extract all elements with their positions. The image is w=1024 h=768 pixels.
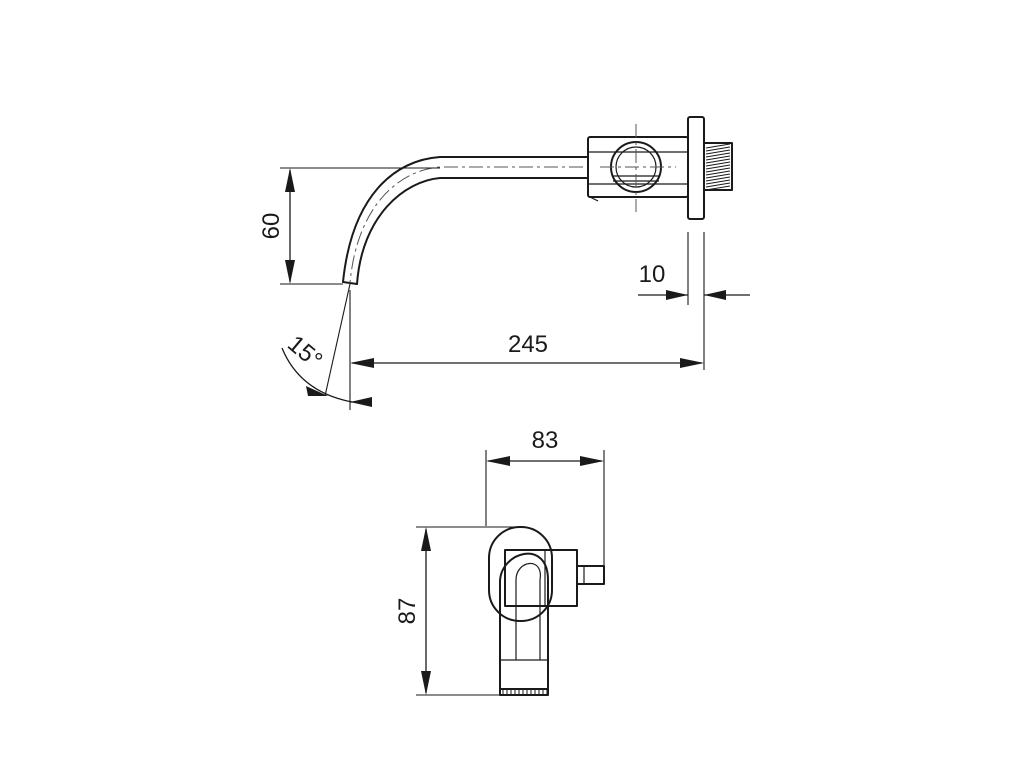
front-wall-plate <box>488 526 553 622</box>
front-view: 83 87 <box>394 427 605 696</box>
dimension-spout-angle: 15° <box>281 283 372 407</box>
dimension-label-spout-angle: 15° <box>282 330 327 374</box>
front-connector <box>576 565 605 585</box>
dimension-label-handle-projection: 83 <box>532 427 559 454</box>
front-handle <box>499 552 549 696</box>
dimension-label-spout-drop: 60 <box>258 213 285 240</box>
side-view: 60 10 245 15° <box>258 116 750 410</box>
spout <box>342 156 589 285</box>
handle-knob <box>600 124 676 212</box>
dimension-plate-thickness: 10 <box>638 232 750 370</box>
wall-plate <box>687 116 705 220</box>
threaded-connector <box>703 142 733 191</box>
dimension-spout-reach: 245 <box>349 290 704 410</box>
dimension-handle-height: 87 <box>394 526 520 696</box>
dimension-handle-projection: 83 <box>485 427 605 566</box>
mixer-body <box>587 136 689 202</box>
dimension-spout-drop: 60 <box>258 167 440 285</box>
dimension-label-handle-height: 87 <box>394 598 421 625</box>
dimension-label-spout-reach: 245 <box>508 331 548 358</box>
dimension-label-plate-thickness: 10 <box>639 261 666 288</box>
